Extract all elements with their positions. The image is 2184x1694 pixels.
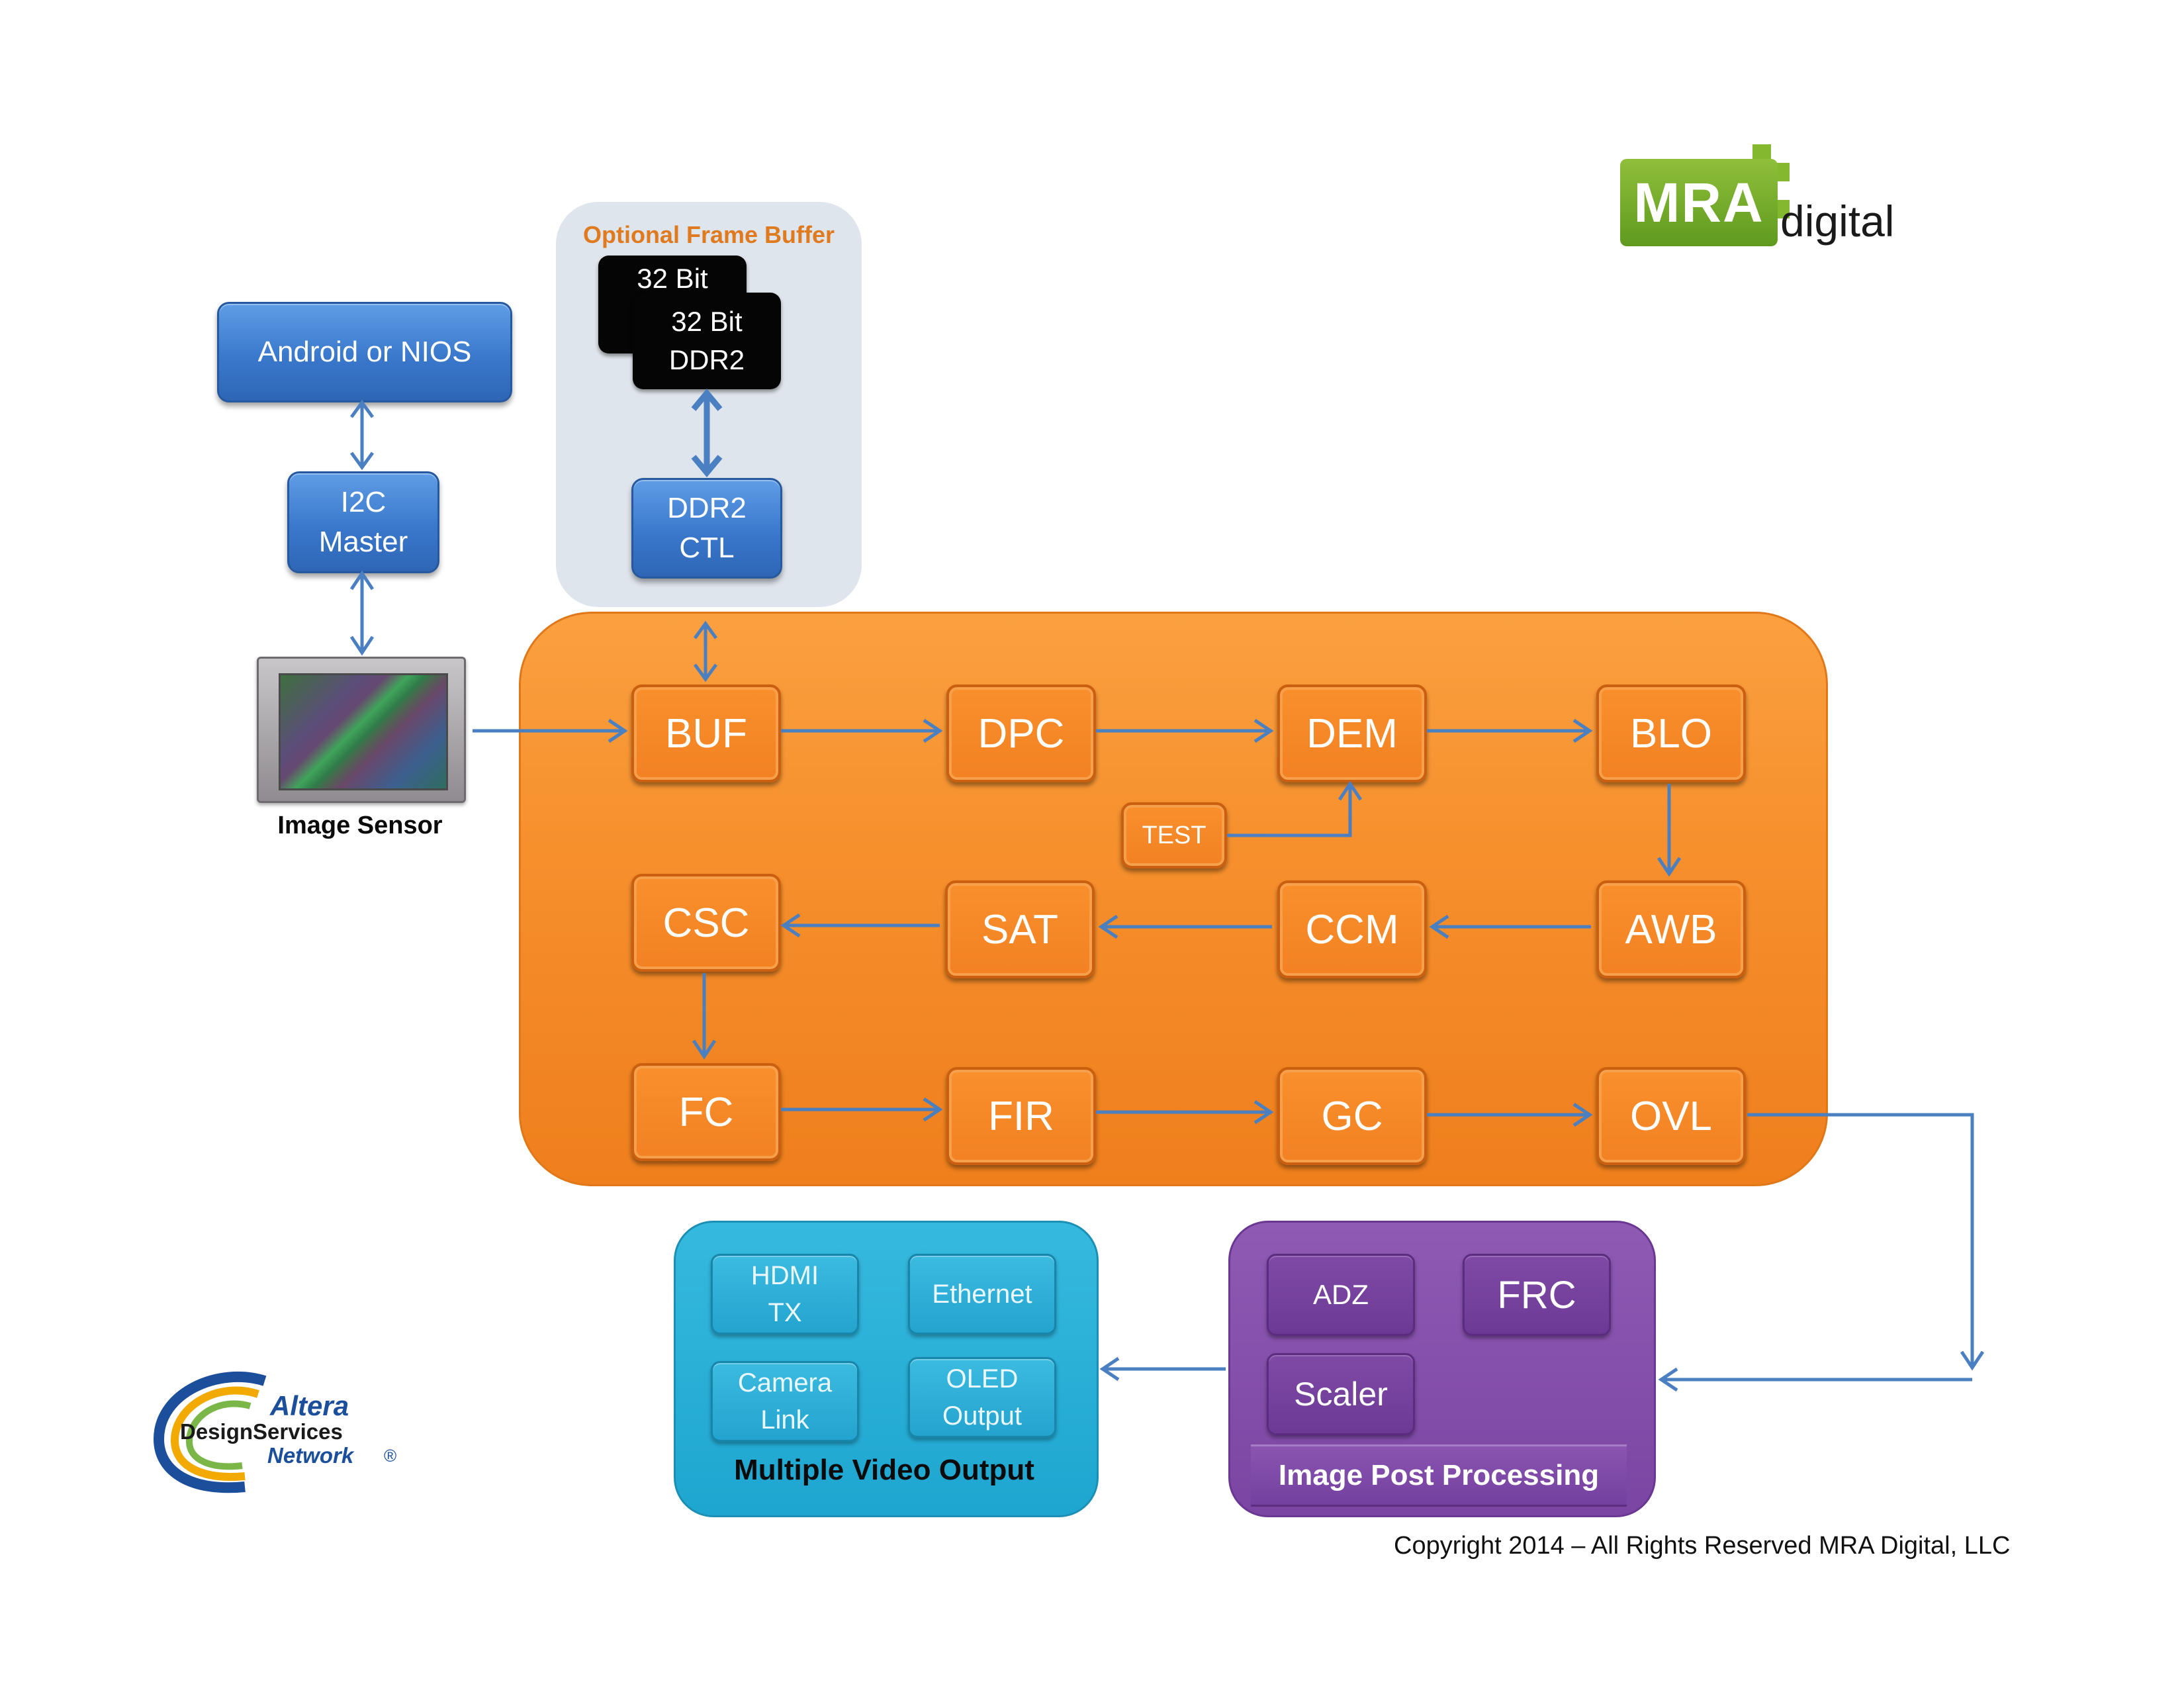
stage-dem: DEM — [1277, 684, 1427, 782]
adz-box: ADZ — [1267, 1254, 1415, 1336]
stage-awb: AWB — [1596, 880, 1746, 978]
altera-logo-line1: Altera — [270, 1390, 349, 1421]
post-processing-label: Image Post Processing — [1251, 1444, 1627, 1507]
stage-fir: FIR — [946, 1067, 1096, 1165]
hdmi-tx-box: HDMI TX — [711, 1254, 859, 1335]
arrowhead — [1658, 1367, 1678, 1392]
stage-gc: GC — [1277, 1067, 1427, 1165]
mra-logo-word: digital — [1780, 197, 1895, 246]
image-sensor — [257, 657, 466, 803]
stage-csc: CSC — [631, 874, 781, 972]
altera-logo-line3: Network — [267, 1443, 354, 1468]
stage-buf: BUF — [631, 684, 781, 782]
mra-logo-mark: MRA — [1620, 159, 1778, 246]
registered-mark: ® — [384, 1446, 397, 1466]
stage-sat: SAT — [945, 880, 1095, 978]
sensor-die — [279, 673, 448, 790]
android-nios-box: Android or NIOS — [217, 302, 512, 402]
ddr2-chip-front: 32 Bit DDR2 — [633, 293, 781, 389]
arrowhead — [349, 570, 375, 656]
altera-swoosh-icon — [153, 1371, 267, 1493]
frame-buffer-title: Optional Frame Buffer — [582, 221, 835, 248]
altera-logo-line2: DesignServices — [180, 1419, 343, 1444]
oled-output-box: OLED Output — [908, 1357, 1056, 1438]
camera-link-box: Camera Link — [711, 1361, 859, 1442]
stage-test: TEST — [1121, 802, 1227, 869]
image-sensor-label: Image Sensor — [277, 812, 443, 839]
stage-ccm: CCM — [1277, 880, 1427, 978]
stage-fc: FC — [631, 1063, 781, 1161]
scaler-box: Scaler — [1267, 1353, 1415, 1435]
i2c-master-box: I2C Master — [287, 471, 439, 573]
ethernet-box: Ethernet — [908, 1254, 1056, 1335]
arrowhead — [349, 399, 375, 471]
ddr2-controller-box: DDR2 CTL — [631, 478, 782, 579]
stage-blo: BLO — [1596, 684, 1746, 782]
frc-box: FRC — [1463, 1254, 1611, 1336]
video-output-label: Multiple Video Output — [734, 1454, 1034, 1486]
stage-ovl: OVL — [1596, 1067, 1746, 1165]
arrowhead — [1960, 1350, 1985, 1371]
copyright-text: Copyright 2014 – All Rights Reserved MRA… — [1394, 1532, 2011, 1560]
arrowhead — [1099, 1356, 1120, 1382]
stage-dpc: DPC — [946, 684, 1096, 782]
